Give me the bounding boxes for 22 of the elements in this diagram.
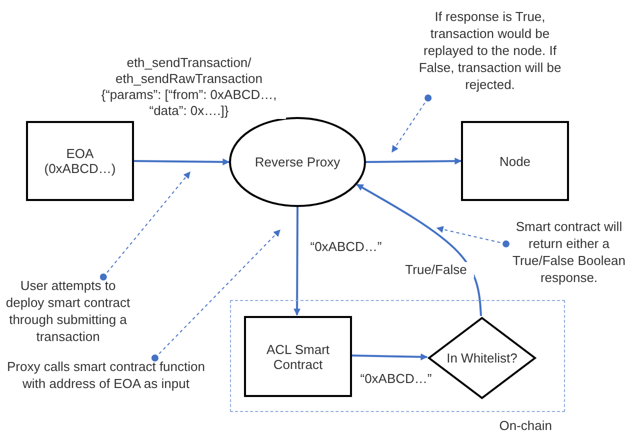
box-label: EOA (0xABCD…) xyxy=(43,146,117,176)
leader-line xyxy=(392,94,432,153)
leader-line xyxy=(151,230,280,362)
arrow xyxy=(356,184,482,316)
arrow xyxy=(350,353,428,360)
annotation-text: If response is True, transaction would be replayed to the node. If False, transaction will be rejected. xyxy=(418,8,562,98)
ellipse-label: Reverse Proxy xyxy=(254,154,342,170)
leader-line xyxy=(100,171,190,280)
annotation-text: Proxy calls smart contract function with address of EOA as input xyxy=(4,358,208,412)
arrow xyxy=(366,158,462,165)
process-box xyxy=(26,121,134,201)
region-label: On-chain xyxy=(499,418,552,433)
box-label: Node xyxy=(498,154,532,168)
diamond-label: In Whitelist? xyxy=(446,350,518,366)
arrow xyxy=(134,158,230,166)
annotation-text: User attempts to deploy smart contract through submitting a transaction xyxy=(0,277,136,347)
process-box xyxy=(461,121,569,201)
process-box xyxy=(244,316,352,397)
box-label: ACL Smart Contract xyxy=(265,342,331,372)
arrow xyxy=(294,207,301,316)
leader-line xyxy=(436,226,510,248)
annotation-text: Smart contract will return either a True/False Boolean response. xyxy=(506,218,632,290)
